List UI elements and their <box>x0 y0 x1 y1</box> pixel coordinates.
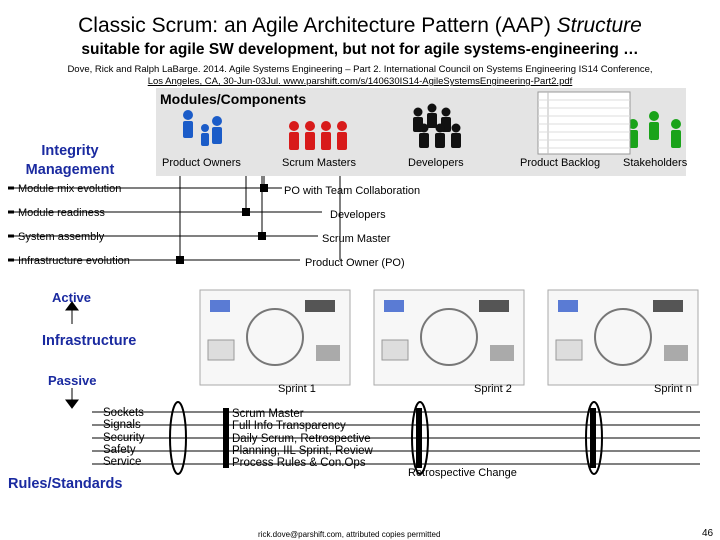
retrospective-change-label: Retrospective Change <box>408 467 517 479</box>
sprint-n-graphic <box>547 289 699 386</box>
rails-nodes <box>223 408 596 468</box>
sprint-1-graphic <box>199 289 351 386</box>
product-backlog-icon <box>537 91 631 155</box>
infrastructure-title: Infrastructure <box>42 333 137 349</box>
integrity-role-4: Product Owner (PO) <box>305 257 405 269</box>
modules-title: Modules/Components <box>160 91 307 107</box>
integrity-role-2: Developers <box>330 209 386 221</box>
label-product-owners: Product Owners <box>162 157 241 169</box>
citation-line-1: Dove, Rick and Ralph LaBarge. 2014. Agil… <box>67 64 653 75</box>
integrity-item-3: System assembly <box>18 231 105 243</box>
integrity-item-4: Infrastructure evolution <box>18 255 130 267</box>
scrum-rules-list: Scrum Master Full Info Transparency Dail… <box>232 408 373 470</box>
integrity-nodes <box>176 184 268 264</box>
passive-items-list: Sockets Signals Security Safety Service <box>103 407 145 469</box>
integrity-lines <box>8 176 341 262</box>
integrity-item-1: Module mix evolution <box>18 183 122 195</box>
active-arrow <box>65 301 79 324</box>
rules-standards-title: Rules/Standards <box>8 476 123 492</box>
sprint-connectors <box>169 401 603 475</box>
integrity-role-3: Scrum Master <box>322 233 391 245</box>
sprint-2-graphic <box>373 289 525 386</box>
slide-subtitle: suitable for agile SW development, but n… <box>81 41 639 58</box>
integrity-item-2: Module readiness <box>18 207 105 219</box>
scrum-masters-icon <box>289 121 347 150</box>
infrastructure-rails <box>92 411 700 465</box>
passive-arrow <box>65 388 79 409</box>
footer-text: rick.dove@parshift.com, attributed copie… <box>258 530 441 539</box>
developers-icon <box>413 103 461 148</box>
citation-line-2: Los Angeles, CA, 30-Jun-03Jul. www.parsh… <box>147 76 573 87</box>
page-number: 46 <box>702 528 714 539</box>
product-owners-icon <box>183 110 222 146</box>
active-label: Active <box>52 290 92 305</box>
sprint-label-2: Sprint 2 <box>474 383 512 395</box>
stakeholders-icon <box>628 111 681 148</box>
label-product-backlog: Product Backlog <box>520 157 601 169</box>
slide-title: Classic Scrum: an Agile Architecture Pat… <box>78 14 642 37</box>
label-scrum-masters: Scrum Masters <box>282 157 356 169</box>
integrity-role-1: PO with Team Collaboration <box>284 185 421 197</box>
passive-label: Passive <box>48 373 97 388</box>
label-developers: Developers <box>408 157 464 169</box>
sprint-label-1: Sprint 1 <box>278 383 316 395</box>
sprint-label-n: Sprint n <box>654 383 692 395</box>
label-stakeholders: Stakeholders <box>623 157 688 169</box>
